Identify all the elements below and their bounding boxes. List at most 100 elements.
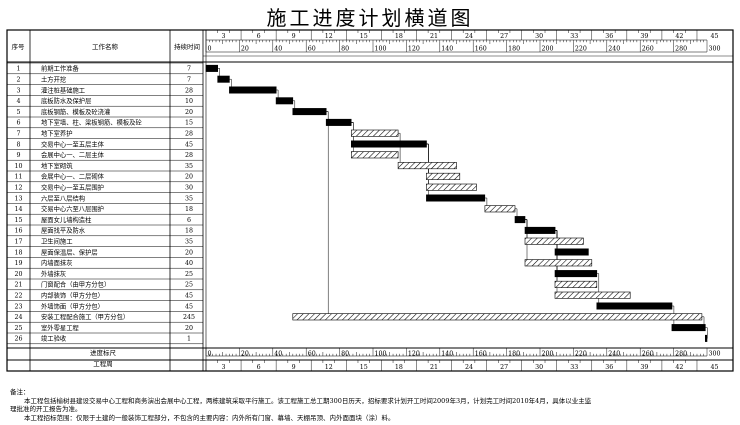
task-duration: 28	[185, 152, 193, 159]
task-bar-2	[217, 75, 230, 83]
table-grid	[6, 29, 734, 372]
task-bar-25	[671, 324, 706, 332]
task-name: 内墙面抹灰	[41, 258, 72, 267]
week-tick-label: 30	[535, 33, 543, 40]
task-seq: 18	[14, 249, 22, 256]
week-tick-label: 42	[675, 33, 683, 40]
task-seq: 14	[14, 206, 22, 213]
task-seq: 15	[14, 217, 22, 224]
task-duration: 45	[185, 141, 193, 148]
task-bar-22	[554, 291, 631, 299]
task-seq: 24	[14, 314, 22, 321]
week-tick-label: 18	[395, 364, 403, 371]
task-bar-1	[205, 64, 218, 72]
notes-line-3: 本工程招标范围：仅限于土建的一般装饰工程部分，不包含的主要内容：内外所有门窗、幕…	[24, 413, 395, 422]
task-duration: 7	[187, 77, 191, 84]
week-tick-label: 45	[711, 33, 719, 40]
task-duration: 25	[185, 282, 193, 289]
task-bar-7	[350, 129, 399, 137]
table-header: 序号 工作名称 持续时间	[12, 42, 201, 51]
task-bar-11	[426, 172, 461, 180]
task-bar-6	[325, 118, 352, 126]
day-tick-label: 240	[608, 350, 620, 357]
task-bar-10	[397, 162, 457, 170]
week-tick-label: 27	[500, 364, 508, 371]
week-tick-label: 21	[430, 364, 438, 371]
task-seq: 8	[16, 141, 20, 148]
day-tick-label: 180	[508, 46, 520, 53]
day-tick-label: 160	[475, 46, 487, 53]
day-tick-label: 240	[608, 46, 620, 53]
task-duration: 20	[185, 249, 193, 256]
task-duration: 18	[185, 206, 193, 213]
week-tick-label: 6	[257, 33, 261, 40]
day-tick-label: 220	[575, 350, 587, 357]
day-tick-label: 0	[208, 46, 212, 53]
day-tick-label: 80	[341, 350, 349, 357]
task-duration: 18	[185, 228, 193, 235]
task-duration: 245	[183, 314, 195, 321]
task-name: 交易中心一至五层主体	[41, 139, 105, 148]
dependency-line	[292, 111, 329, 318]
dependency-line	[351, 122, 354, 156]
task-duration: 35	[185, 239, 193, 246]
task-duration: 40	[185, 260, 193, 267]
notes-line-2: 理批准的开工报告为准。	[10, 405, 82, 414]
task-seq: 13	[14, 195, 22, 202]
week-tick-label: 45	[711, 364, 719, 371]
header-seq: 序号	[12, 42, 26, 51]
task-duration: 28	[185, 87, 193, 94]
task-seq: 1	[16, 66, 20, 73]
footer-week-label: 工程周	[93, 359, 113, 368]
task-seq: 12	[14, 185, 22, 192]
task-name: 安装工程配合施工（甲方分包）	[41, 312, 129, 321]
task-seq: 25	[14, 325, 22, 332]
task-seq: 16	[14, 228, 22, 235]
task-bar-13	[426, 194, 486, 202]
week-tick-label: 9	[292, 364, 296, 371]
task-duration: 15	[185, 120, 193, 127]
task-name: 屋面找平及防水	[41, 226, 86, 235]
task-duration: 7	[187, 66, 191, 73]
task-duration: 45	[185, 303, 193, 310]
task-name: 地下室墙、柱、梁板钢筋、模板及砼	[41, 118, 142, 127]
day-tick-label: 260	[642, 350, 654, 357]
task-name: 屋面保温层、保护层	[41, 247, 98, 256]
task-seq: 9	[16, 152, 20, 159]
week-tick-label: 9	[292, 33, 296, 40]
week-tick-label: 3	[222, 364, 226, 371]
task-bar-21	[554, 280, 598, 288]
dependency-line	[596, 273, 600, 307]
task-seq: 23	[14, 303, 22, 310]
task-bar-3	[229, 86, 277, 94]
week-tick-label: 15	[360, 33, 368, 40]
task-bar-9	[350, 151, 399, 159]
task-name: 底板防水及保护层	[41, 96, 91, 105]
week-tick-label: 6	[257, 364, 261, 371]
task-seq: 4	[16, 98, 20, 105]
dependency-line	[398, 132, 401, 166]
task-duration: 25	[185, 271, 193, 278]
task-seq: 17	[14, 239, 22, 246]
task-seq: 26	[14, 336, 22, 343]
footer-ruler-label: 进度标尺	[90, 348, 117, 357]
day-tick-label: 60	[308, 46, 316, 53]
task-name: 外墙抹灰	[41, 269, 66, 278]
day-tick-label: 280	[675, 350, 687, 357]
task-seq: 11	[14, 174, 22, 181]
task-bar-17	[524, 237, 584, 245]
task-bar-5	[292, 108, 327, 116]
task-duration: 30	[185, 185, 193, 192]
week-tick-label: 12	[325, 33, 333, 40]
task-seq: 22	[14, 293, 22, 300]
task-seq: 5	[16, 109, 20, 116]
week-tick-label: 36	[605, 33, 613, 40]
day-tick-label: 300	[709, 350, 721, 357]
task-name: 交易中心六至八层围护	[41, 204, 104, 213]
task-name: 交易中心一至五层围护	[41, 183, 104, 192]
day-tick-label: 120	[408, 46, 420, 53]
task-bar-18	[554, 248, 589, 256]
task-duration: 20	[185, 109, 193, 116]
header-task-name: 工作名称	[92, 42, 119, 51]
